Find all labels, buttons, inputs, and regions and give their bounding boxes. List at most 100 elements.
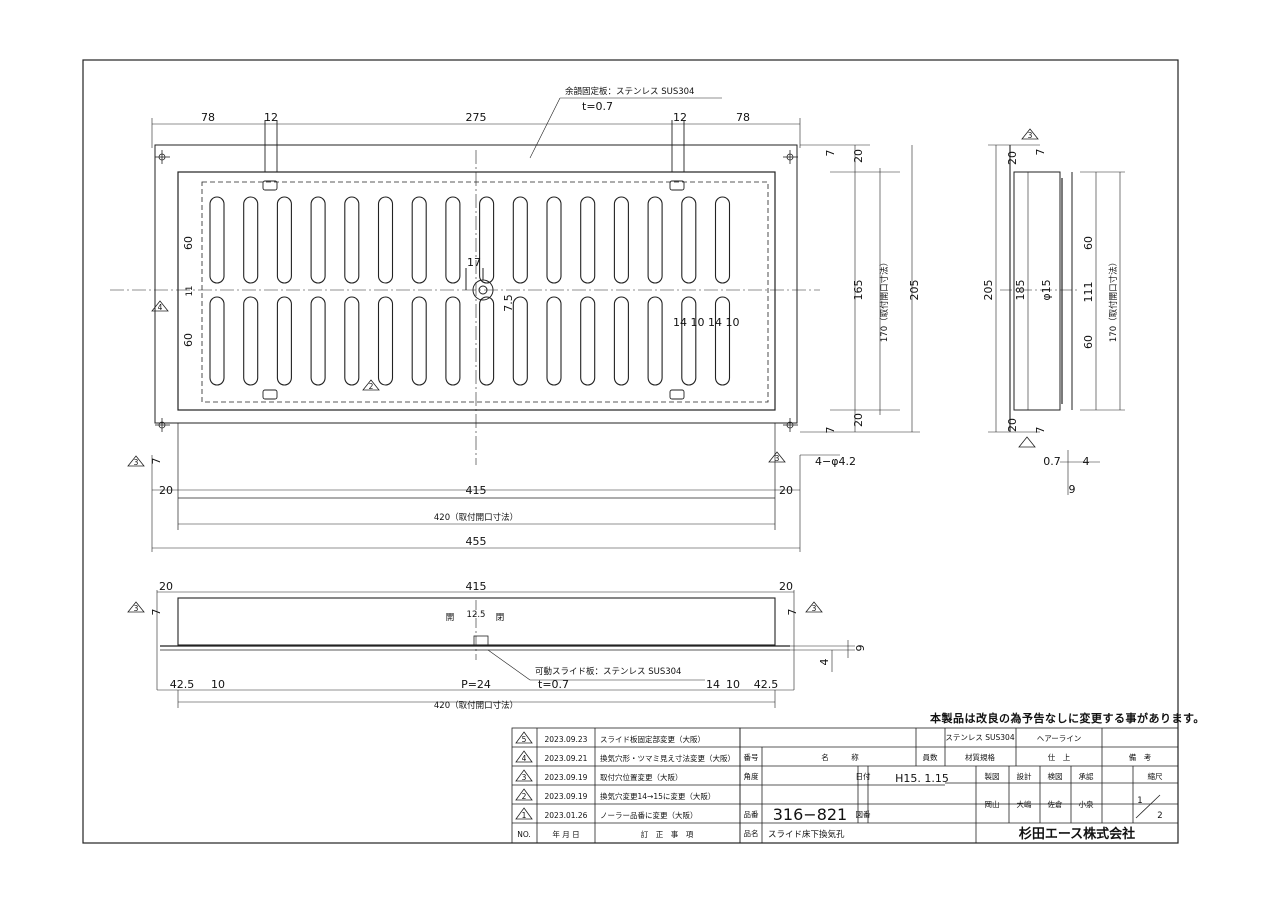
vent-slot xyxy=(209,296,225,386)
rev-mark: 3 xyxy=(134,458,139,467)
vent-slot xyxy=(411,196,427,284)
vent-slot xyxy=(512,296,528,386)
side-dim-111: 111 xyxy=(1082,282,1095,303)
revision-description: 換気穴形・ツマミ見え寸法変更（大阪） xyxy=(600,753,735,763)
side-dim-20-bottom: 20 xyxy=(1006,418,1019,432)
header-remark: 備 考 xyxy=(1129,752,1152,762)
front-dim-20-right: 20 xyxy=(779,580,793,593)
revision-triangles xyxy=(127,128,1039,613)
revision-table: 5 2023.09.23 スライド板固定部変更（大阪） 4 2023.09.21 換気穴形… xyxy=(515,731,735,839)
side-view xyxy=(988,144,1125,495)
front-dim-10-left: 10 xyxy=(211,678,225,691)
dim-455: 455 xyxy=(466,535,487,548)
revision-triangle xyxy=(515,731,533,744)
front-dim-9: 9 xyxy=(854,645,867,652)
dim-right-7-bottom: 7 xyxy=(824,427,837,434)
revision-table-lines xyxy=(511,727,741,844)
rev-mark: 3 xyxy=(775,454,780,463)
revision-number: 5 xyxy=(522,735,527,744)
vent-slot xyxy=(546,296,562,386)
dim-170-opening: 170（取付開口寸法） xyxy=(879,258,890,342)
side-dim-170-opening: 170（取付開口寸法） xyxy=(1108,258,1119,342)
vent-slot xyxy=(714,196,731,284)
role-drafting: 製図 xyxy=(985,771,1000,781)
revision-number: 4 xyxy=(522,754,527,763)
material-label-slide-plate: 可動スライド板：ステンレス SUS304 xyxy=(535,666,681,677)
product-name: スライド床下換気孔 xyxy=(768,829,845,840)
vent-slot xyxy=(580,196,596,284)
front-dim-420-opening: 420（取付開口寸法） xyxy=(434,700,518,711)
revision-date: 2023.09.19 xyxy=(545,773,588,782)
side-dim-60-lower: 60 xyxy=(1082,335,1095,349)
vent-slot xyxy=(310,296,326,386)
vent-slot xyxy=(580,296,596,386)
vent-slot xyxy=(546,196,562,284)
header-material: 材質規格 xyxy=(965,752,995,762)
rev-mark: 3 xyxy=(134,604,139,613)
front-dim-42-5-left: 42.5 xyxy=(170,678,195,691)
thickness-fixed-plate: t=0.7 xyxy=(582,100,613,113)
dim-right-20-top: 20 xyxy=(852,149,865,163)
dim-165: 165 xyxy=(852,280,865,301)
dim-60-upper: 60 xyxy=(182,236,195,250)
side-dim-phi15: φ15 xyxy=(1040,279,1053,300)
revision-description: ノーラー品番に変更（大阪） xyxy=(600,810,698,820)
dim-420-opening: 420（取付開口寸法） xyxy=(434,512,518,523)
material-value: ステンレス SUS304 xyxy=(945,733,1014,742)
top-dimension-lines xyxy=(151,97,801,552)
dim-205: 205 xyxy=(908,280,921,301)
dim-11: 11 xyxy=(185,286,195,297)
revision-date: 2023.09.23 xyxy=(545,735,588,744)
rev-header-date: 年 月 日 xyxy=(552,829,579,839)
revision-description: 取付穴位置変更（大阪） xyxy=(600,772,683,782)
dim-17: 17 xyxy=(467,256,481,269)
header-qty: 員数 xyxy=(923,752,938,762)
front-dim-7-left: 7 xyxy=(150,609,163,616)
revision-number: 2 xyxy=(522,792,527,801)
dim-415: 415 xyxy=(466,484,487,497)
title-block-lines xyxy=(739,727,1179,844)
side-dim-7-bottom: 7 xyxy=(1034,427,1047,434)
side-dim-185: 185 xyxy=(1014,280,1027,301)
revision-triangle xyxy=(515,750,533,763)
vent-slot xyxy=(445,196,461,284)
vent-slot xyxy=(613,296,629,386)
revision-description: スライド板固定部変更（大阪） xyxy=(600,734,705,744)
header-part-no: 品番 xyxy=(744,809,759,819)
vent-slot xyxy=(512,196,528,284)
revision-date: 2023.09.21 xyxy=(545,754,588,763)
name-drafting: 岡山 xyxy=(985,799,1000,809)
header-drawing-no: 図番 xyxy=(856,809,871,819)
vent-slots xyxy=(209,196,731,386)
vent-slot xyxy=(310,196,326,284)
vent-slot xyxy=(344,196,360,284)
rev-mark: 3 xyxy=(1028,131,1033,140)
revision-number: 1 xyxy=(522,811,527,820)
mounting-holes xyxy=(155,150,798,432)
header-product: 品名 xyxy=(744,828,759,838)
tabs xyxy=(262,120,685,400)
dim-20-left: 20 xyxy=(159,484,173,497)
dim-7-5: 7.5 xyxy=(502,294,515,312)
dim-12-left: 12 xyxy=(264,111,278,124)
dim-12-right: 12 xyxy=(673,111,687,124)
front-dim-10-right: 10 xyxy=(726,678,740,691)
side-dim-9: 9 xyxy=(1069,483,1076,496)
date-value: H15. 1.15 xyxy=(895,772,949,785)
revision-triangle xyxy=(515,807,533,820)
vent-slot xyxy=(411,296,427,386)
side-dim-7-top: 7 xyxy=(1034,149,1047,156)
front-dim-42-5-right: 42.5 xyxy=(754,678,779,691)
vent-slot xyxy=(647,296,663,386)
revision-date: 2023.09.19 xyxy=(545,792,588,801)
dim-78-right: 78 xyxy=(736,111,750,124)
name-check: 佐倉 xyxy=(1048,799,1064,809)
vent-slot xyxy=(344,296,360,386)
rev-mark: 2 xyxy=(369,382,374,391)
title-block: ステンレス SUS304 ヘアーライン 番号 名 称 員数 材質規格 仕 上 備… xyxy=(744,733,1164,842)
scale-denominator: 2 xyxy=(1157,811,1162,821)
side-dim-205: 205 xyxy=(982,280,995,301)
change-notice: 本製品は改良の為予告なしに変更する事があります。 xyxy=(930,712,1205,725)
slide-knob xyxy=(465,268,494,301)
